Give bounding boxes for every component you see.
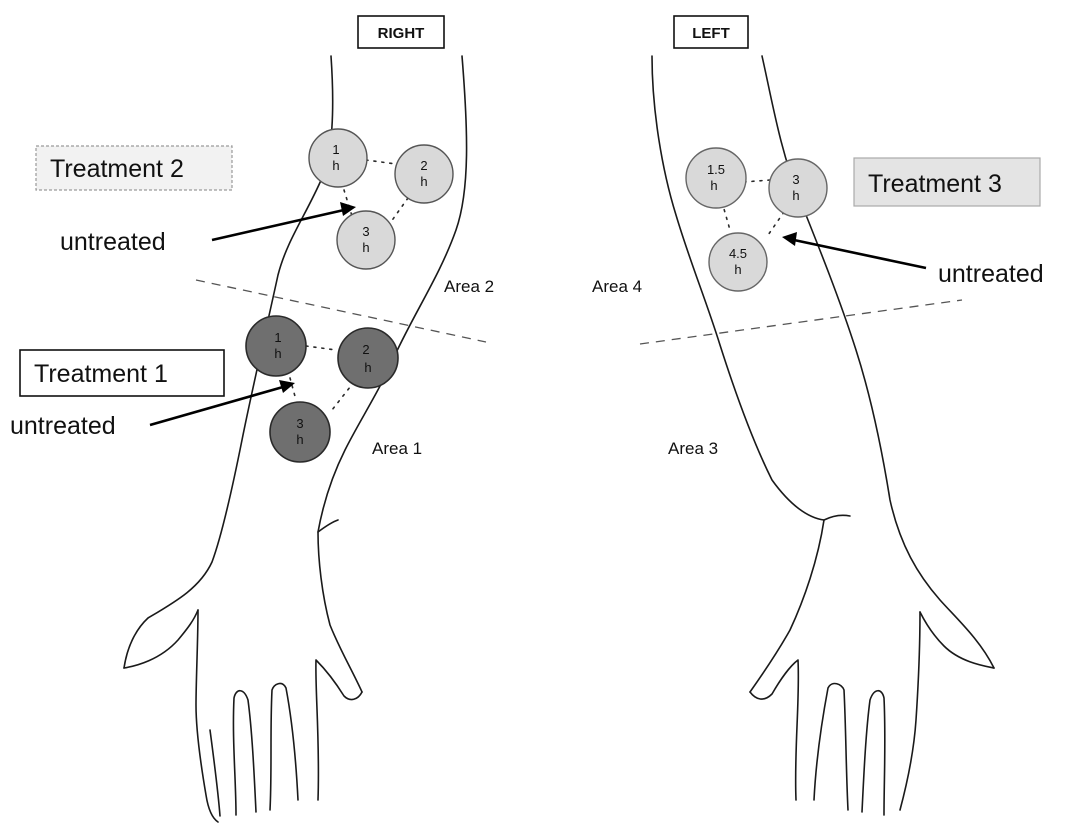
treatment-3-sites: 1.5 h 3 h 4.5 h (686, 148, 827, 291)
untreated-label-t1: untreated (10, 412, 116, 440)
right-wrist-crease (318, 520, 338, 532)
t1-link-1-3 (290, 378, 296, 400)
right-finger-1 (316, 660, 362, 800)
right-thumb (124, 610, 198, 668)
right-finger-3 (233, 691, 256, 815)
left-arm-outer-edge (762, 56, 994, 668)
left-thumb (920, 612, 994, 668)
left-wrist-crease (824, 515, 850, 520)
t1-site-2-circle (338, 328, 398, 388)
t3-link-2-3 (766, 212, 784, 238)
t2-site-3-value: 3 (362, 224, 369, 239)
area-2-label: Area 2 (444, 277, 494, 296)
t3-site-2-unit: h (792, 188, 799, 203)
untreated-label-t2: untreated (60, 228, 166, 256)
left-side-label: LEFT (692, 25, 730, 42)
left-palm-edge (900, 612, 920, 810)
t2-link-1-2 (366, 160, 396, 164)
t1-site-2-unit: h (364, 360, 371, 375)
right-palm-edge (196, 610, 218, 822)
treatment-2-label: Treatment 2 (50, 155, 184, 183)
right-finger-2 (270, 684, 298, 810)
treatment-2-box: Treatment 2 (36, 146, 232, 190)
t3-link-1-2 (744, 180, 770, 182)
t2-site-3-unit: h (362, 240, 369, 255)
left-area-divider (640, 300, 962, 344)
treatment-3-box: Treatment 3 (854, 158, 1040, 206)
t1-site-3-value: 3 (296, 416, 303, 431)
t1-site-1: 1 h (246, 316, 306, 376)
area-3-label: Area 3 (668, 439, 718, 458)
t2-site-3: 3 h (337, 211, 395, 269)
untreated-arrow-treatment-3 (782, 232, 926, 268)
t1-site-3: 3 h (270, 402, 330, 462)
t1-link-2-3 (332, 382, 354, 410)
left-arm-inner-edge (652, 56, 824, 692)
t2-site-1-value: 1 (332, 142, 339, 157)
left-finger-3 (862, 691, 885, 815)
treatment-1-box: Treatment 1 (20, 350, 224, 396)
treatment-1-label: Treatment 1 (34, 360, 168, 388)
right-side-header: RIGHT (358, 16, 444, 48)
untreated-label-t3: untreated (938, 260, 1044, 288)
t2-site-2: 2 h (395, 145, 453, 203)
treatment-3-label: Treatment 3 (868, 170, 1002, 198)
left-side-header: LEFT (674, 16, 748, 48)
t2-site-2-value: 2 (420, 158, 427, 173)
t3-site-2-value: 3 (792, 172, 799, 187)
t2-link-2-3 (388, 198, 408, 226)
right-finger-4 (210, 730, 220, 816)
t3-site-3-value: 4.5 (729, 246, 747, 261)
t2-site-1: 1 h (309, 129, 367, 187)
t3-site-1-value: 1.5 (707, 162, 725, 177)
left-finger-2 (814, 684, 848, 810)
t3-site-2: 3 h (769, 159, 827, 217)
t1-site-3-unit: h (296, 432, 303, 447)
t2-site-1-unit: h (332, 158, 339, 173)
t2-site-2-unit: h (420, 174, 427, 189)
t1-link-1-2 (306, 346, 336, 350)
untreated-arrow-treatment-2 (212, 202, 356, 240)
right-area-divider (196, 280, 486, 342)
t1-site-1-value: 1 (274, 330, 281, 345)
t3-site-3-unit: h (734, 262, 741, 277)
right-side-label: RIGHT (378, 25, 425, 42)
t1-site-1-unit: h (274, 346, 281, 361)
treatment-2-sites: 1 h 2 h 3 h (309, 129, 453, 269)
t1-site-2-value: 2 (362, 342, 369, 357)
t1-site-2: 2 h (338, 328, 398, 388)
area-1-label: Area 1 (372, 439, 422, 458)
area-4-label: Area 4 (592, 277, 642, 296)
t3-site-3: 4.5 h (709, 233, 767, 291)
t3-site-1-unit: h (710, 178, 717, 193)
t3-site-1: 1.5 h (686, 148, 746, 208)
